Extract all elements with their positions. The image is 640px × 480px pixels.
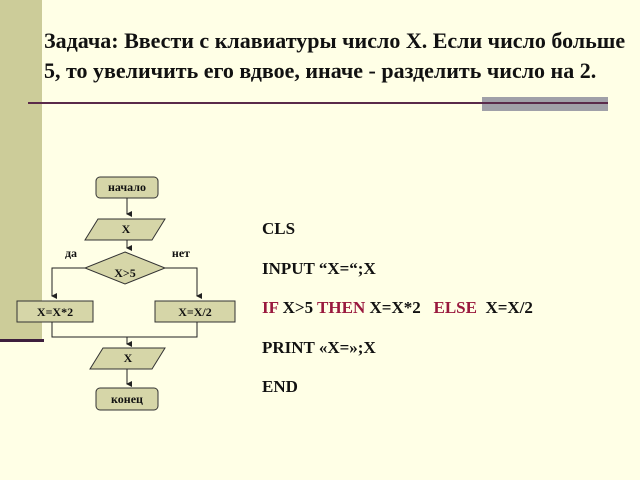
title-underline-overlay bbox=[482, 102, 608, 104]
output-shape bbox=[89, 347, 166, 370]
decision-shape bbox=[83, 251, 167, 285]
else-shape bbox=[154, 300, 236, 323]
title-underline bbox=[28, 102, 608, 104]
task-title: Задача: Ввести с клавиатуры число X. Есл… bbox=[44, 28, 626, 83]
keyword-if: IF bbox=[262, 298, 279, 317]
code-line-if: IF X>5 THEN X=X*2 ELSE X=X/2 bbox=[262, 298, 533, 318]
else-statement: X=X/2 bbox=[476, 298, 533, 317]
end-label: конец bbox=[111, 392, 143, 406]
keyword-then: THEN bbox=[317, 298, 366, 317]
output-label: X bbox=[123, 351, 133, 365]
keyword-else: ELSE bbox=[429, 298, 477, 317]
sidebar-divider bbox=[0, 339, 44, 342]
input-shape bbox=[84, 218, 166, 241]
condition-label: X>5 bbox=[114, 266, 136, 280]
else-label: X=X/2 bbox=[178, 305, 212, 319]
code-line-end: END bbox=[262, 377, 298, 396]
sidebar-strip bbox=[0, 0, 42, 340]
yes-label: да bbox=[64, 246, 78, 260]
code-line-print: PRINT «X=»;X bbox=[262, 338, 376, 357]
end-shape bbox=[95, 387, 159, 411]
no-label: нет bbox=[171, 246, 191, 260]
start-label: начало bbox=[107, 180, 147, 194]
title-accent-bar bbox=[482, 97, 608, 111]
condition: X>5 bbox=[278, 298, 318, 317]
then-label: X=X*2 bbox=[36, 305, 74, 319]
code-line-input: INPUT “X=“;X bbox=[262, 259, 376, 278]
input-label: X bbox=[121, 222, 131, 236]
then-statement: X=X*2 bbox=[365, 298, 430, 317]
code-line-cls: CLS bbox=[262, 219, 296, 238]
then-shape bbox=[16, 300, 94, 323]
